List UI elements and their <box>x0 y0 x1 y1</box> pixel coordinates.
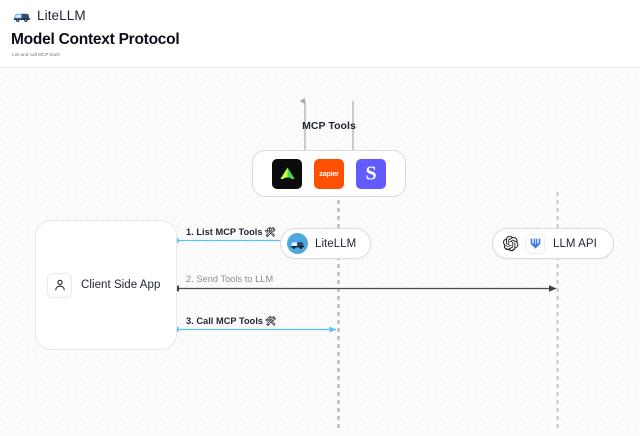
tools-emoji-1: 🛠 <box>264 227 277 237</box>
node-llm-api-label: LLM API <box>553 237 597 250</box>
page-subtitle: List and call MCP tools <box>12 52 60 57</box>
step-label-3: 3. Call MCP Tools🛠 <box>186 316 277 326</box>
truck-icon <box>13 13 30 22</box>
page-title: Model Context Protocol <box>11 31 180 48</box>
page-header: LiteLLM Model Context Protocol List and … <box>0 0 640 68</box>
tool-icon-zapier[interactable]: zapier <box>314 158 344 189</box>
openai-logo-icon <box>500 234 520 254</box>
step-label-1-text: 1. List MCP Tools <box>186 227 263 237</box>
litellm-truck-icon <box>287 233 308 254</box>
step-label-2-text: 2. Send Tools to LLM <box>186 274 274 284</box>
step-label-3-text: 3. Call MCP Tools <box>186 316 264 326</box>
linear-logo-icon <box>279 167 295 181</box>
mcp-tools-label: MCP Tools <box>302 120 356 132</box>
step-label-1: 1. List MCP Tools🛠 <box>186 227 277 237</box>
stripe-letter: S <box>365 162 377 184</box>
node-litellm-label: LiteLLM <box>315 237 357 250</box>
brand[interactable]: LiteLLM <box>13 7 86 25</box>
user-icon <box>47 272 72 298</box>
tools-emoji-3: 🛠 <box>265 316 277 326</box>
diagram-canvas: MCP Tools zapier S <box>0 68 640 436</box>
step-label-2: 2. Send Tools to LLM <box>186 274 274 284</box>
mcp-tools-pill[interactable]: zapier S <box>252 150 406 197</box>
node-litellm[interactable]: LiteLLM <box>280 228 372 259</box>
node-client-side-app[interactable]: Client Side App <box>35 220 177 350</box>
node-llm-api[interactable]: LLM API <box>492 228 614 259</box>
zapier-wordmark: zapier <box>319 168 339 178</box>
anthropic-logo-icon <box>525 233 545 254</box>
mcp-tools-group[interactable]: MCP Tools zapier S <box>252 120 406 197</box>
tool-icon-linear[interactable] <box>272 158 302 189</box>
brand-name: LiteLLM <box>37 8 86 24</box>
tool-icon-stripe[interactable]: S <box>356 158 386 189</box>
node-client-side-app-label: Client Side App <box>81 279 161 291</box>
